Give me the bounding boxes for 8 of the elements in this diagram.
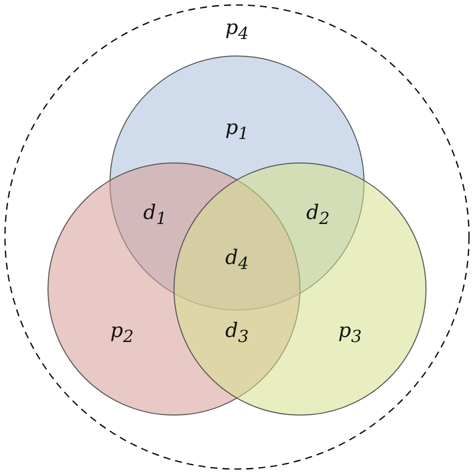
set-label: p$_{4}$ [225,17,249,43]
region-label: d$_{2}$ [306,202,330,228]
region-label: d$_{4}$ [225,247,249,273]
set-label: p$_{1}$ [225,117,249,143]
set-label: p$_{2}$ [110,320,134,346]
region-label: d$_{3}$ [225,320,249,346]
region-label: d$_{1}$ [143,202,167,228]
set-label: p$_{3}$ [338,320,362,346]
